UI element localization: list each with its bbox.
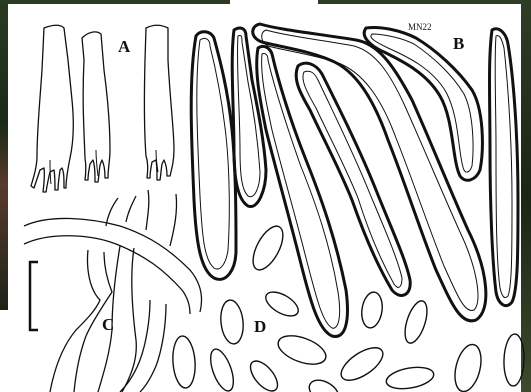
label-b: B	[453, 34, 464, 53]
label-d: D	[254, 317, 266, 336]
artist-initials: MN22	[408, 22, 432, 32]
label-a: A	[118, 37, 131, 56]
label-c: C	[102, 315, 114, 334]
